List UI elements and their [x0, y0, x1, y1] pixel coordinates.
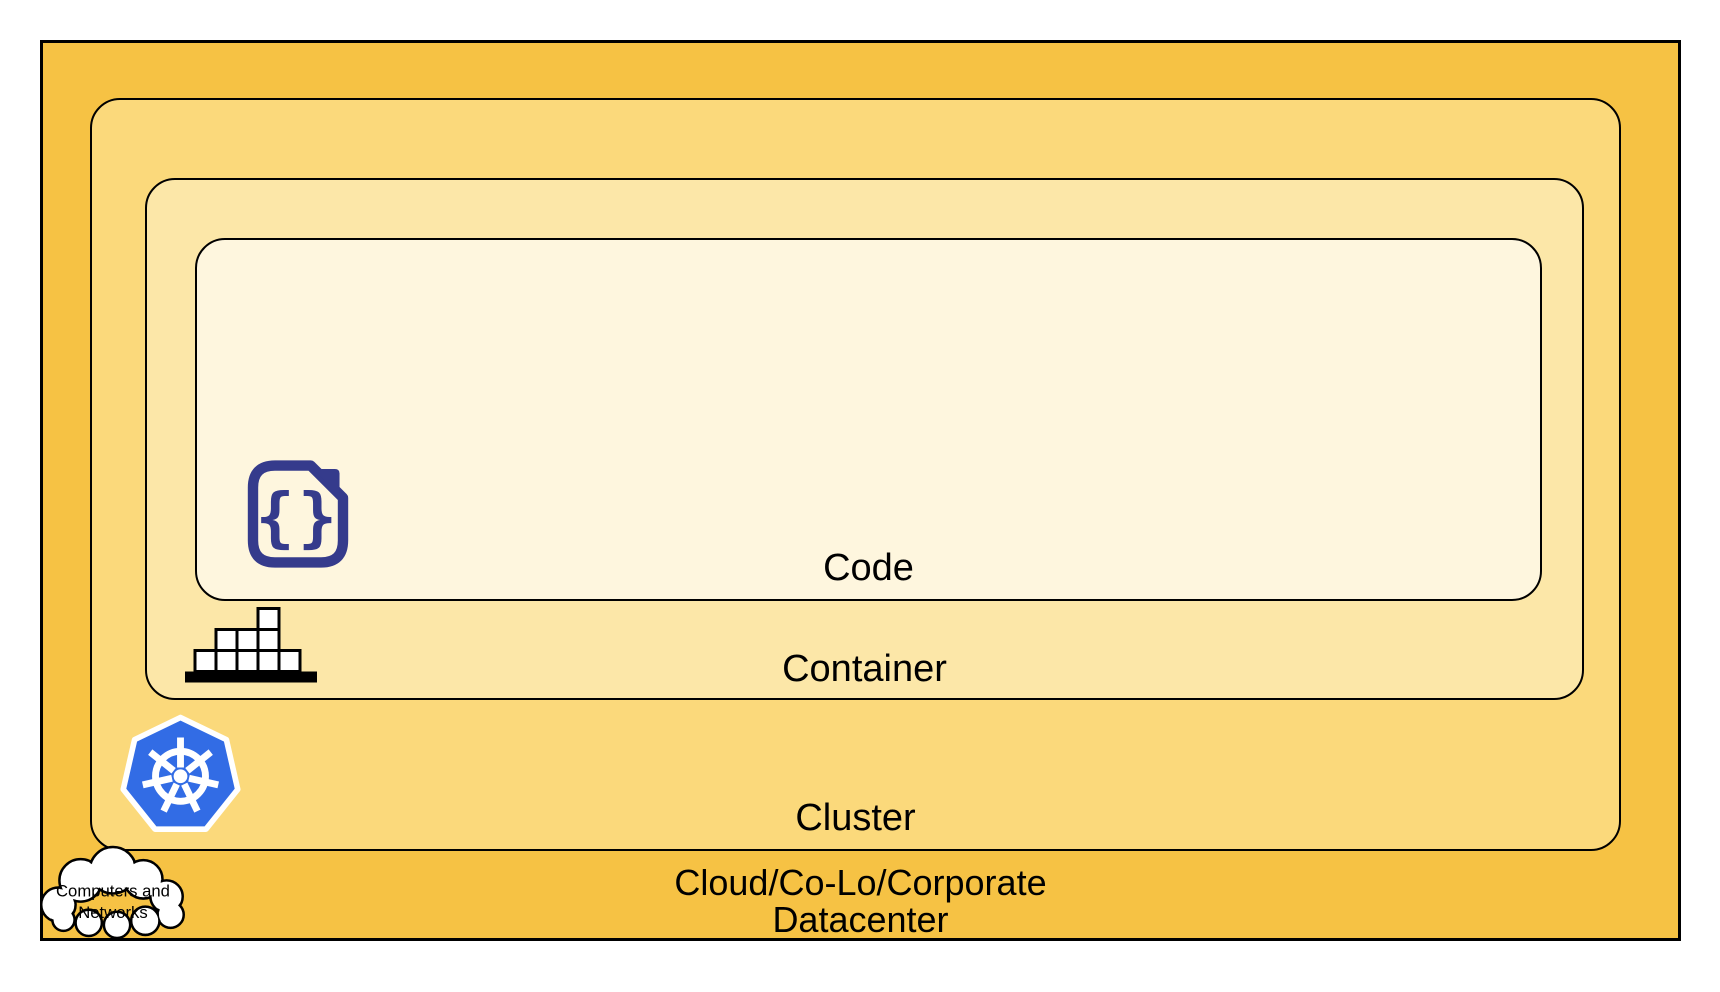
container-block	[235, 649, 260, 673]
container-block	[214, 628, 239, 652]
code-file-folded-corner	[313, 469, 340, 496]
cloud-icon: Computers and Networks	[39, 845, 185, 940]
code-file-icon: {}	[247, 460, 349, 568]
cloud-body	[42, 848, 183, 937]
container-blocks-icon	[185, 607, 317, 683]
code-layer-box	[195, 238, 1542, 601]
container-layer-label: Container	[782, 648, 947, 690]
container-block	[193, 649, 218, 673]
container-block	[235, 628, 260, 652]
code-braces-glyph: {}	[256, 480, 341, 555]
container-block	[214, 649, 239, 673]
kubernetes-logo-icon	[120, 714, 241, 832]
container-block	[277, 649, 302, 673]
container-block	[256, 607, 281, 631]
cloud-label-line1: Computers and	[56, 882, 170, 901]
kubernetes-wheel-hub	[173, 769, 188, 784]
container-block	[256, 628, 281, 652]
cluster-layer-label: Cluster	[795, 797, 916, 839]
cloud-label-line2: Networks	[78, 903, 147, 922]
container-block	[256, 649, 281, 673]
code-layer-label: Code	[823, 547, 914, 589]
code-file-page-outline	[247, 460, 349, 568]
container-base-bar	[185, 671, 317, 683]
datacenter-layer-label: Cloud/Co-Lo/Corporate Datacenter	[40, 864, 1681, 938]
kubernetes-wheel-spokes	[141, 737, 220, 813]
datacenter-label-line1: Cloud/Co-Lo/Corporate	[674, 862, 1047, 903]
datacenter-label-line2: Datacenter	[772, 899, 949, 940]
